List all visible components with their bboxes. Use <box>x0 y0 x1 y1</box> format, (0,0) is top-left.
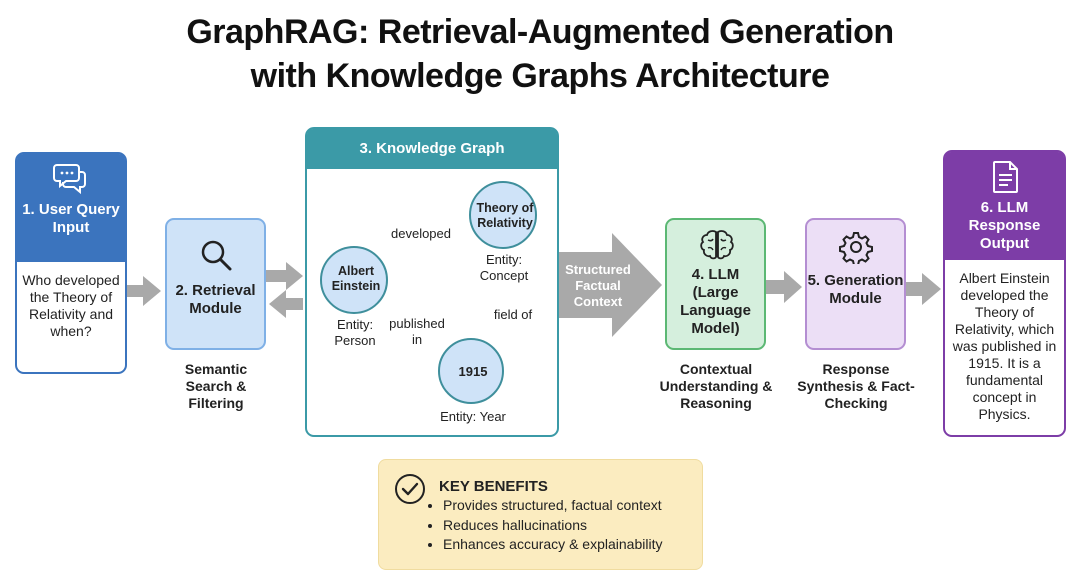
key-benefits-panel: KEY BENEFITS Provides structured, factua… <box>378 459 703 570</box>
benefit-item: Enhances accuracy & explainability <box>443 535 662 555</box>
benefit-item: Reduces hallucinations <box>443 516 662 536</box>
retrieval-caption: Semantic Search & Filtering <box>184 361 248 411</box>
retrieval-module-box: 2. Retrieval Module <box>165 218 266 350</box>
retrieval-heading: 2. Retrieval Module <box>175 282 256 317</box>
benefit-item: Provides structured, factual context <box>443 496 662 516</box>
node-1915-label: 1915 <box>458 364 488 379</box>
arrow-query-to-retrieval <box>127 276 161 306</box>
gear-icon <box>839 230 873 269</box>
response-output-box: 6. LLM Response Output Albert Einstein d… <box>943 150 1066 437</box>
node-1915-entity: Entity: Year <box>440 409 506 424</box>
brain-icon <box>699 228 735 267</box>
edge-label-published-in: published in <box>389 316 445 347</box>
arrow-llm-to-generation <box>766 271 802 303</box>
node-einstein <box>320 246 388 314</box>
key-benefits-heading: KEY BENEFITS <box>439 478 548 495</box>
llm-heading: 4. LLM (Large Language Model) <box>680 266 751 337</box>
title-line-2: with Knowledge Graphs Architecture <box>250 57 830 95</box>
user-query-header: 1. User Query Input <box>17 154 125 262</box>
node-einstein-label: Albert Einstein <box>331 264 381 293</box>
node-relativity-entity: Entity: Concept <box>479 252 529 283</box>
node-einstein-entity: Entity: Person <box>334 317 376 348</box>
key-benefits-list: Provides structured, factual context Red… <box>429 496 662 555</box>
user-query-text: Who developed the Theory of Relativity a… <box>22 272 120 339</box>
response-output-text: Albert Einstein developed the Theory of … <box>952 270 1057 422</box>
arrow-graph-to-retrieval <box>269 290 303 318</box>
generation-heading: 5. Generation Module <box>807 272 904 307</box>
knowledge-graph-header: 3. Knowledge Graph <box>307 129 557 169</box>
llm-caption: Contextual Understanding & Reasoning <box>659 361 773 411</box>
llm-box: 4. LLM (Large Language Model) <box>665 218 766 350</box>
title-line-1: GraphRAG: Retrieval-Augmented Generation <box>186 13 894 51</box>
chat-bubbles-icon <box>53 162 89 201</box>
page-title: GraphRAG: Retrieval-Augmented Generation… <box>0 10 1080 98</box>
document-icon <box>992 160 1020 199</box>
arrow-structured-context <box>559 233 662 337</box>
node-relativity-label: Theory of Relativity <box>476 201 534 230</box>
node-relativity <box>469 181 537 249</box>
response-output-header: 6. LLM Response Output <box>945 152 1064 260</box>
generation-module-box: 5. Generation Module <box>805 218 906 350</box>
magnifier-icon <box>199 238 233 277</box>
generation-caption: Response Synthesis & Fact-Checking <box>797 361 915 411</box>
arrow-retrieval-to-graph <box>266 262 303 290</box>
arrow-generation-to-output <box>906 273 941 305</box>
structured-context-label: Structured Factual Context <box>565 262 631 309</box>
node-1915 <box>438 338 504 404</box>
check-circle-icon <box>393 472 427 511</box>
user-query-box: 1. User Query Input Who developed the Th… <box>15 152 127 374</box>
edge-label-developed: developed <box>391 226 451 241</box>
user-query-heading: 1. User Query Input <box>22 201 120 236</box>
edge-label-field-of: field of <box>493 307 533 322</box>
response-output-heading: 6. LLM Response Output <box>968 199 1041 252</box>
